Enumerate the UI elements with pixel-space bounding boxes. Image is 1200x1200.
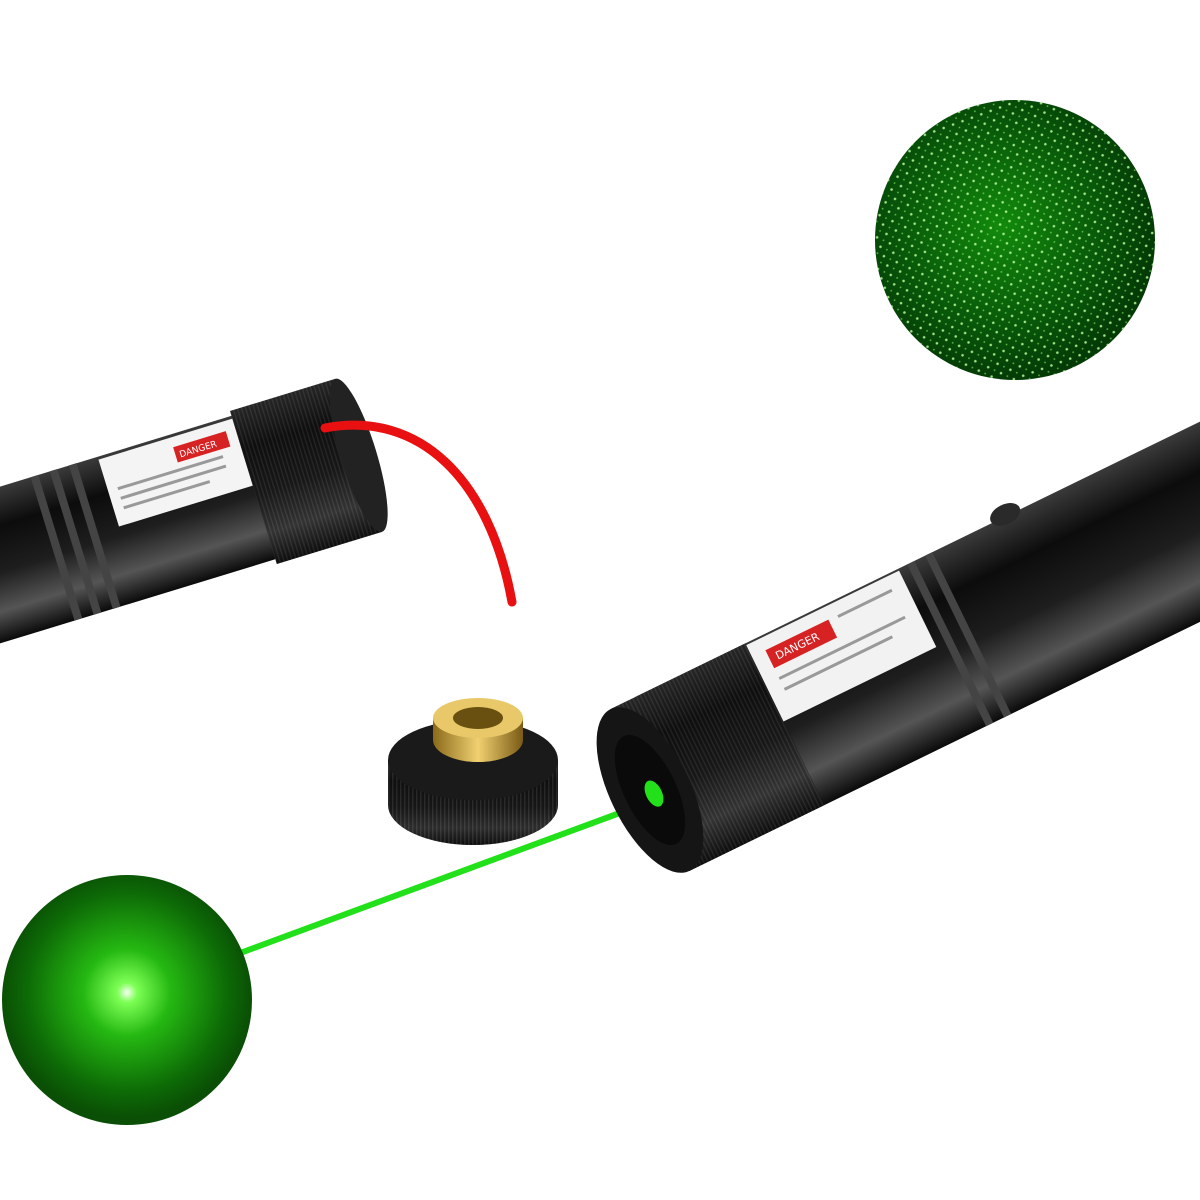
laser-pointer-green: DANGER [596, 402, 1200, 873]
star-cap-attachment [388, 698, 558, 845]
laser-pointer-red-top: DANGER [0, 378, 388, 655]
star-pattern-projection [875, 100, 1155, 380]
warning-label: DANGER [98, 418, 253, 527]
power-button [990, 503, 1021, 526]
warning-label: DANGER [746, 570, 937, 722]
red-beam-arc [320, 420, 517, 607]
green-dot-projection [2, 875, 252, 1125]
